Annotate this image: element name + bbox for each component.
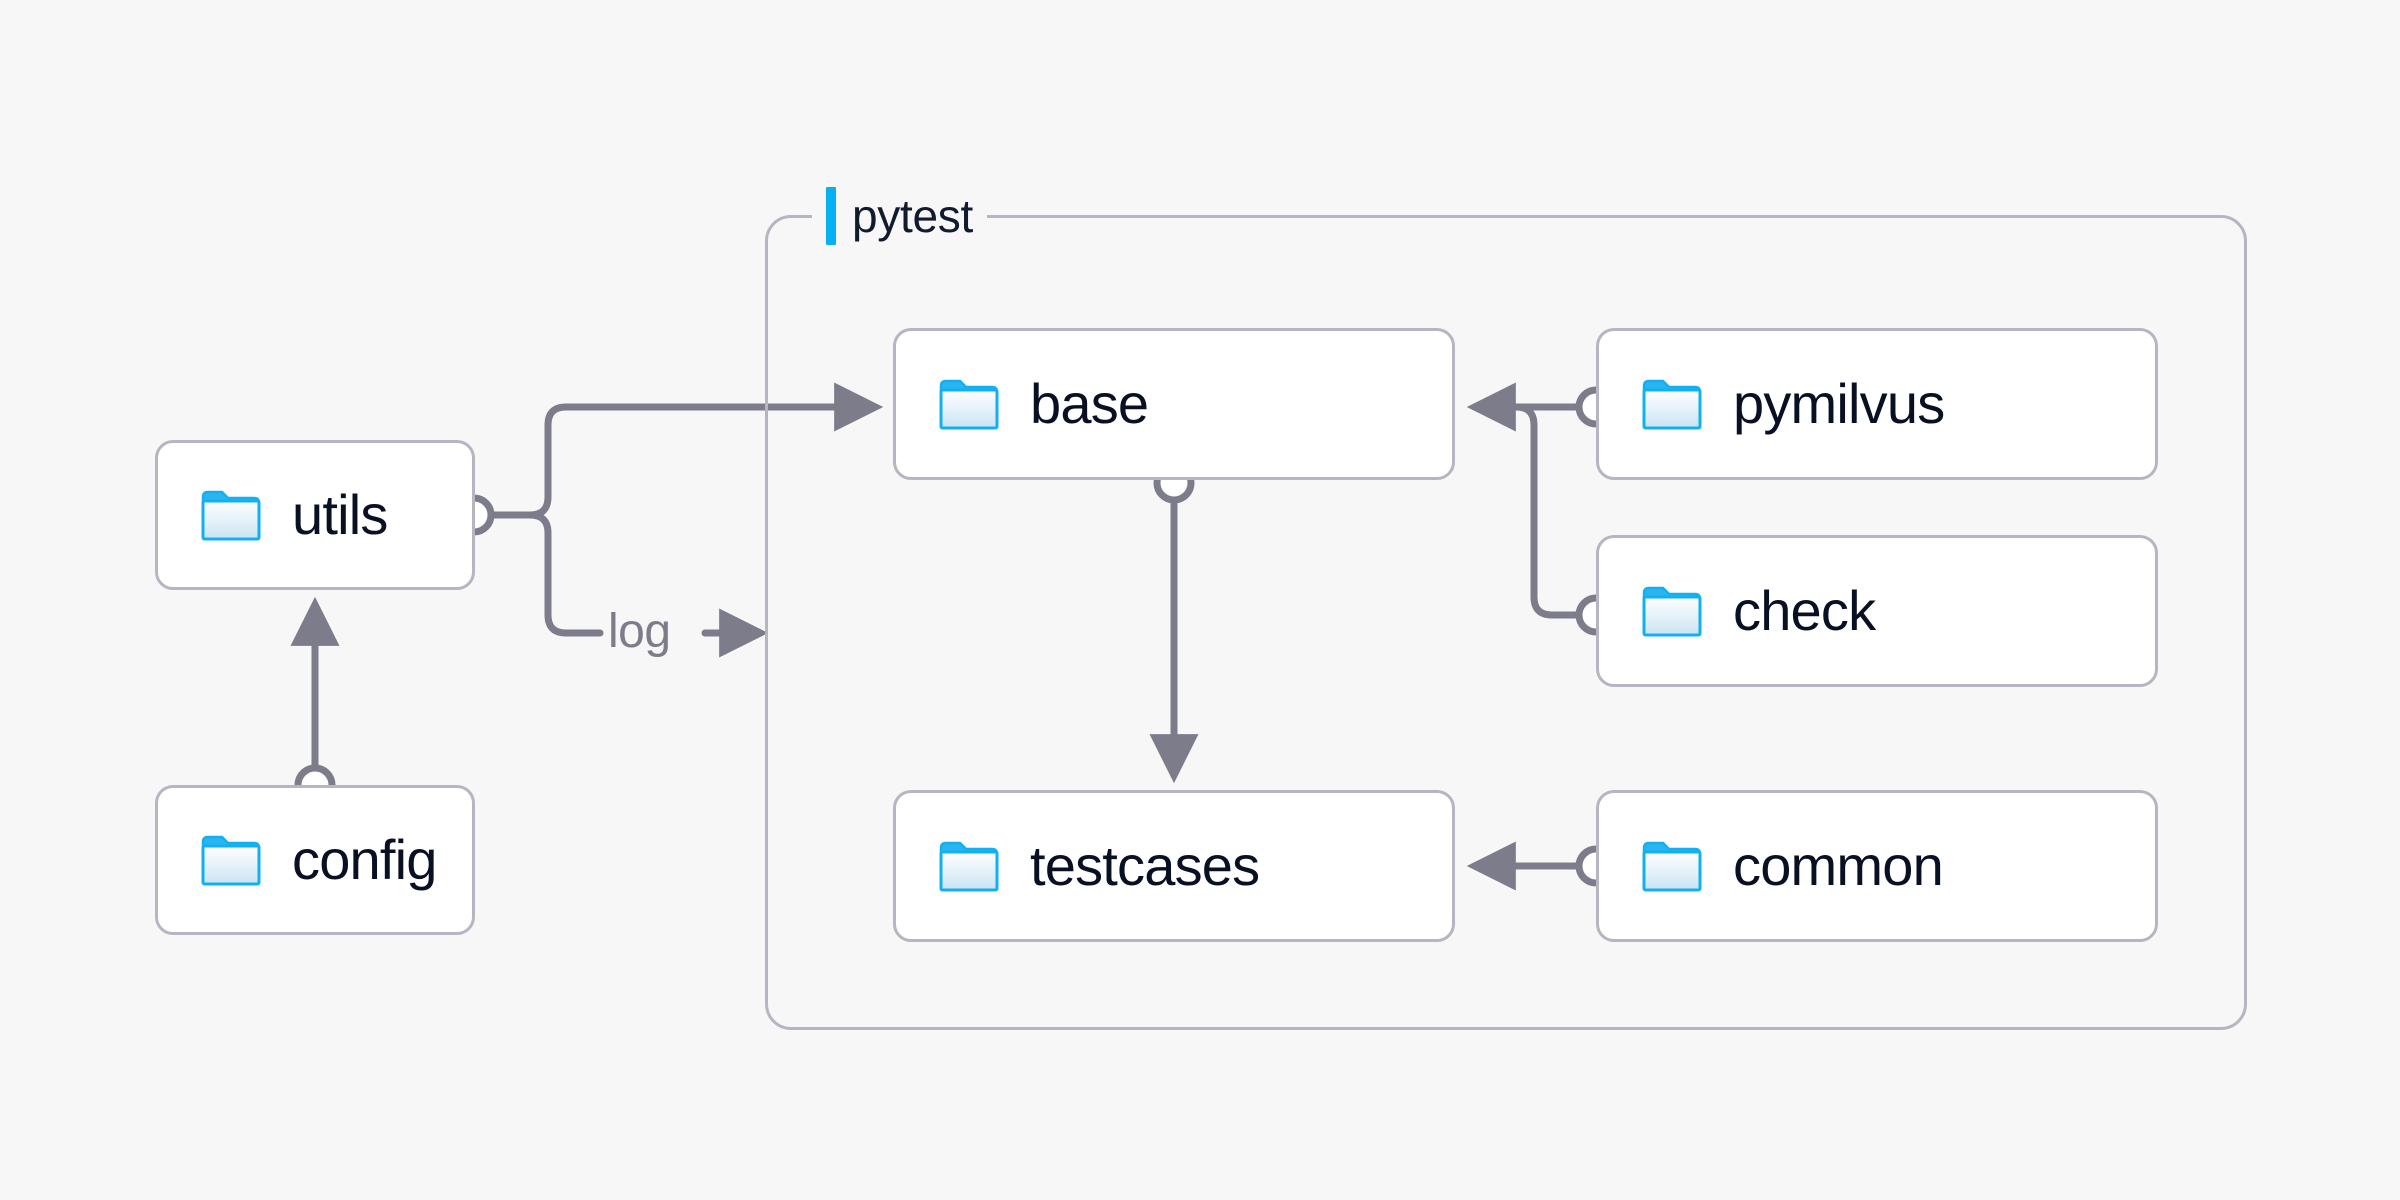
node-utils[interactable]: utils [155,440,475,590]
node-testcases-label: testcases [1030,834,1260,897]
edge-label-log: log [608,605,671,658]
folder-icon [939,379,999,430]
node-pymilvus-label: pymilvus [1733,372,1945,435]
node-config[interactable]: config [155,785,475,935]
node-check[interactable]: check [1596,535,2158,687]
node-config-label: config [292,828,437,891]
group-pytest-label: pytest [812,185,987,247]
group-pytest[interactable] [765,215,2247,1030]
node-pymilvus[interactable]: pymilvus [1596,328,2158,480]
folder-icon [1642,841,1702,892]
folder-icon [939,841,999,892]
node-common-label: common [1733,834,1944,897]
node-check-label: check [1733,579,1876,642]
folder-icon [1642,379,1702,430]
node-common[interactable]: common [1596,790,2158,942]
node-base-label: base [1030,372,1149,435]
group-pytest-label-text: pytest [852,190,973,242]
folder-icon [201,490,261,541]
node-utils-label: utils [292,483,388,546]
vertical-bar-icon [826,187,836,245]
node-testcases[interactable]: testcases [893,790,1455,942]
node-base[interactable]: base [893,328,1455,480]
folder-icon [1642,586,1702,637]
folder-icon [201,835,261,886]
